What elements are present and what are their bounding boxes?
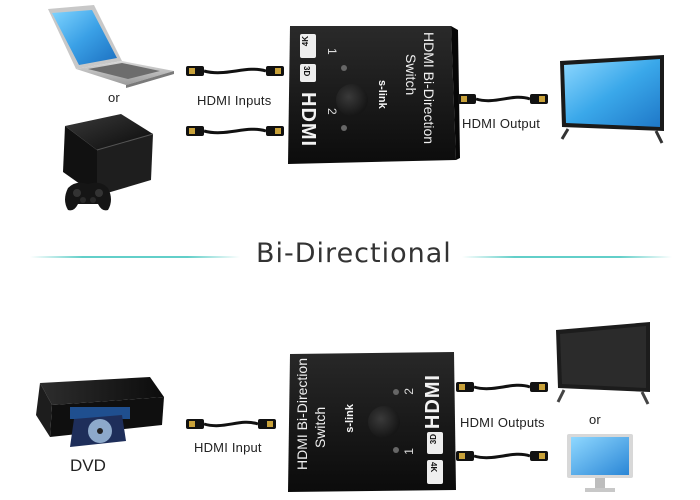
- port-1-label: 1: [325, 48, 339, 55]
- hdmi-cable-icon: [186, 123, 284, 139]
- switch-title: HDMI Bi-Direction Switch: [293, 358, 329, 470]
- switch-title-line-1: HDMI Bi-Direction: [294, 358, 310, 471]
- badge-3d: 3D: [429, 434, 438, 445]
- hdmi-cable-icon: [458, 91, 548, 107]
- monitor-icon: [565, 432, 637, 494]
- port-2-label: 2: [325, 108, 339, 115]
- hdmi-logo: HDMI: [422, 374, 444, 430]
- hdmi-output-label: HDMI Output: [462, 116, 541, 131]
- or-label: or: [589, 412, 601, 427]
- hdmi-cable-icon: [186, 63, 284, 79]
- game-console-icon: [55, 110, 155, 200]
- badge-3d: 3D: [302, 66, 311, 77]
- hdmi-inputs-label: HDMI Inputs: [197, 93, 272, 108]
- switch-title-line-2: Switch: [403, 54, 419, 96]
- switch-title-line-2: Switch: [312, 406, 328, 449]
- dvd-player-icon: [30, 375, 165, 455]
- section-heading: Bi-Directional: [256, 238, 452, 269]
- tv-icon: [560, 55, 670, 147]
- brand-logo: s-link: [344, 404, 356, 433]
- divider-left: [30, 256, 240, 258]
- badge-4k: 4K: [429, 462, 438, 473]
- hdmi-switch-device: [284, 352, 462, 494]
- dvd-label: DVD: [70, 456, 106, 475]
- port-1-label: 1: [402, 448, 416, 455]
- hdmi-logo: HDMI: [297, 92, 319, 148]
- badge-4k: 4K: [301, 36, 310, 47]
- port-2-label: 2: [402, 388, 416, 395]
- hdmi-outputs-label: HDMI Outputs: [460, 415, 545, 430]
- or-label: or: [108, 90, 120, 105]
- hdmi-cable-icon: [186, 416, 276, 432]
- switch-title: HDMI Bi-Direction Switch: [402, 32, 438, 144]
- tv-icon: [556, 322, 656, 412]
- divider-right: [462, 256, 672, 258]
- brand-logo: s-link: [376, 80, 388, 109]
- switch-title-line-1: HDMI Bi-Direction: [421, 32, 437, 145]
- hdmi-input-label: HDMI Input: [194, 440, 262, 455]
- gamepad-icon: [62, 178, 114, 214]
- hdmi-cable-icon: [456, 448, 548, 464]
- hdmi-switch-device: [286, 20, 461, 170]
- hdmi-cable-icon: [456, 379, 548, 395]
- laptop-icon: [42, 5, 178, 88]
